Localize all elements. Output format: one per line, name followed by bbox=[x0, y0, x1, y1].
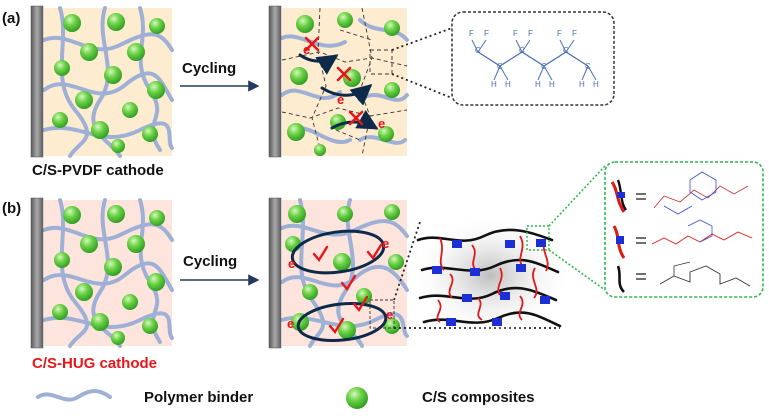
hug-electrode-before bbox=[30, 197, 174, 349]
atom-f-2: F bbox=[484, 29, 489, 38]
component-1 bbox=[610, 171, 749, 215]
atom-c-4: C bbox=[541, 62, 547, 71]
electron-label-a1: e bbox=[303, 42, 311, 57]
cycling-label-a: Cycling bbox=[182, 60, 237, 77]
atom-h-1: H bbox=[491, 80, 497, 89]
panel-b-letter: (b) bbox=[2, 200, 22, 217]
legend-composite-icon bbox=[346, 387, 368, 409]
hug-caption: C/S-HUG cathode bbox=[32, 355, 158, 372]
atom-h-5: H bbox=[579, 80, 585, 89]
pvdf-electrode-before bbox=[30, 5, 174, 158]
component-3 bbox=[616, 261, 751, 293]
atom-h-2: H bbox=[505, 80, 511, 89]
atom-c-5: C bbox=[563, 46, 569, 55]
hug-electrode-after bbox=[268, 197, 409, 349]
atom-h-6: H bbox=[593, 80, 599, 89]
hug-component-box bbox=[604, 161, 764, 298]
atom-h-4: H bbox=[549, 80, 555, 89]
hug-green-zoom-lines bbox=[548, 165, 606, 291]
atom-c-6: C bbox=[585, 62, 591, 71]
electron-label-b2: e bbox=[382, 236, 390, 251]
atom-c-1: C bbox=[475, 46, 481, 55]
electron-label-a2: e bbox=[337, 92, 345, 107]
legend-binder-label: Polymer binder bbox=[144, 389, 254, 406]
atom-f-1: F bbox=[469, 29, 474, 38]
electron-label-b3: e bbox=[287, 316, 295, 331]
hug-binder-network bbox=[408, 213, 572, 337]
legend-composite-label: C/S composites bbox=[422, 389, 535, 406]
electron-label-a3: e bbox=[378, 116, 386, 131]
electron-label-b1: e bbox=[288, 256, 296, 271]
atom-f-5: F bbox=[557, 29, 562, 38]
hug-zoom-lines bbox=[393, 221, 560, 329]
pvdf-electrode-after bbox=[268, 5, 409, 158]
legend-binder-icon bbox=[36, 389, 112, 402]
pvdf-zoom-lines bbox=[391, 27, 453, 99]
atom-f-6: F bbox=[572, 29, 577, 38]
panel-a bbox=[30, 5, 615, 158]
cycling-label-b: Cycling bbox=[183, 253, 238, 270]
atom-f-3: F bbox=[513, 29, 518, 38]
pvdf-caption: C/S-PVDF cathode bbox=[32, 162, 164, 179]
panel-a-letter: (a) bbox=[2, 10, 21, 27]
component-2 bbox=[612, 219, 753, 259]
atom-f-4: F bbox=[528, 29, 533, 38]
pvdf-structure-box bbox=[451, 11, 615, 106]
panel-b bbox=[30, 161, 764, 349]
atom-h-3: H bbox=[535, 80, 541, 89]
atom-c-2: C bbox=[497, 62, 503, 71]
atom-c-3: C bbox=[519, 46, 525, 55]
electron-label-b4: e bbox=[386, 307, 394, 322]
